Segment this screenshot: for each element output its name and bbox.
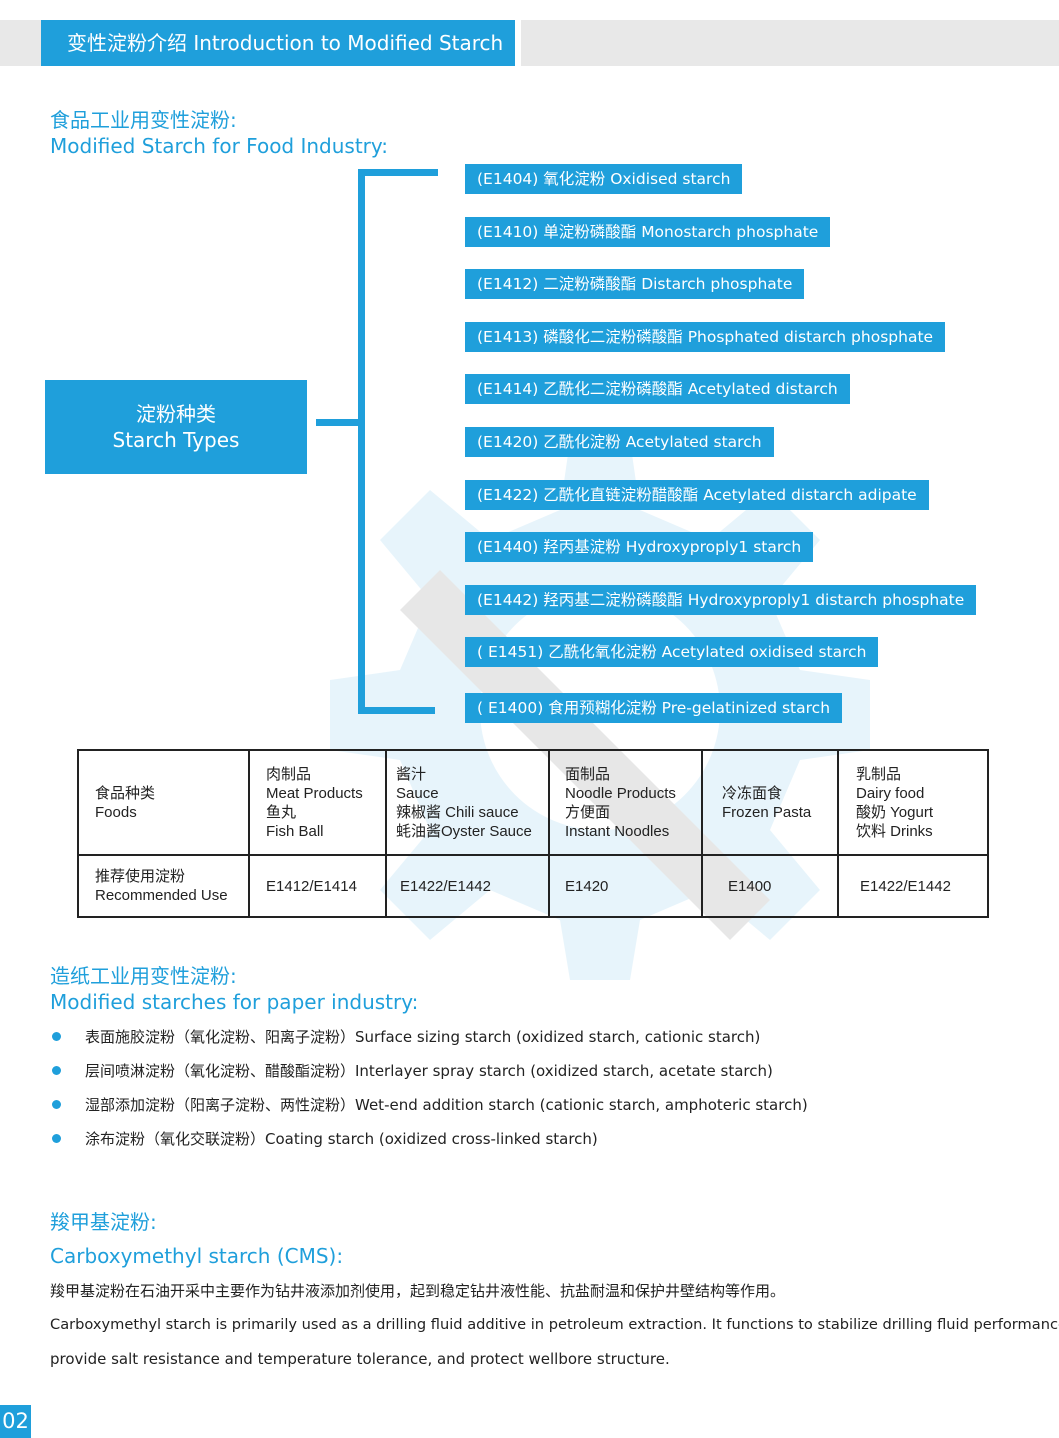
table-cell: E1420 (548, 854, 703, 918)
bullet-dot-icon (52, 1032, 61, 1041)
list-item: 层间喷淋淀粉（氧化淀粉、醋酸酯淀粉）Interlayer spray starc… (50, 1058, 1010, 1092)
starch-type-item: (E1414) 乙酰化二淀粉磷酸酯 Acetylated distarch (465, 374, 850, 404)
bracket-connector (316, 419, 365, 426)
starch-types-cn: 淀粉种类 (136, 402, 216, 426)
page-number: 02 (0, 1405, 31, 1438)
table-cell: E1400 (701, 854, 839, 918)
bracket-top-arm (358, 169, 438, 176)
cms-paragraph-en-line1: Carboxymethyl starch is primarily used a… (50, 1316, 1059, 1333)
starch-type-item: ( E1400) 食用预糊化淀粉 Pre-gelatinized starch (465, 693, 843, 723)
table-cell: E1422/E1442 (837, 854, 989, 918)
page-header-title: 变性淀粉介绍 Introduction to Modified Starch (41, 20, 521, 66)
bullet-dot-icon (52, 1134, 61, 1143)
bracket-bottom-arm (358, 707, 435, 714)
cms-paragraph-en-line2: provide salt resistance and temperature … (50, 1350, 670, 1368)
table-cell: E1412/E1414 (248, 854, 387, 918)
cms-section-title-en: Carboxymethyl starch (CMS): (50, 1244, 344, 1268)
bullet-dot-icon (52, 1100, 61, 1109)
cms-section-title-cn: 羧甲基淀粉: (50, 1210, 157, 1234)
list-item: 表面施胶淀粉（氧化淀粉、阳离子淀粉）Surface sizing starch … (50, 1024, 1010, 1058)
paper-section-title-en: Modified starches for paper industry: (50, 990, 419, 1014)
starch-type-item: (E1440) 羟丙基淀粉 Hydroxyproply1 starch (465, 532, 814, 562)
starch-type-item: (E1442) 羟丙基二淀粉磷酸酯 Hydroxyproply1 distarc… (465, 585, 977, 615)
starch-type-item: (E1404) 氧化淀粉 Oxidised starch (465, 164, 743, 194)
bracket-vertical (358, 169, 365, 714)
starch-type-item: (E1412) 二淀粉磷酸酯 Distarch phosphate (465, 269, 805, 299)
paper-section-title-cn: 造纸工业用变性淀粉: (50, 964, 237, 988)
food-section-title-en: Modified Starch for Food Industry: (50, 134, 389, 158)
paper-bullet-list: 表面施胶淀粉（氧化淀粉、阳离子淀粉）Surface sizing starch … (50, 1024, 1010, 1160)
starch-type-item: (E1420) 乙酰化淀粉 Acetylated starch (465, 427, 774, 457)
starch-types-box: 淀粉种类 Starch Types (45, 380, 307, 474)
starch-type-item: ( E1451) 乙酰化氧化淀粉 Acetylated oxidised sta… (465, 637, 879, 667)
list-item: 湿部添加淀粉（阳离子淀粉、两性淀粉）Wet-end addition starc… (50, 1092, 1010, 1126)
bullet-dot-icon (52, 1066, 61, 1075)
starch-types-en: Starch Types (112, 428, 240, 452)
list-item: 涂布淀粉（氧化交联淀粉）Coating starch (oxidized cro… (50, 1126, 1010, 1160)
cms-paragraph-cn: 羧甲基淀粉在石油开采中主要作为钻井液添加剂使用，起到稳定钻井液性能、抗盐耐温和保… (50, 1282, 786, 1300)
starch-type-item: (E1413) 磷酸化二淀粉磷酸酯 Phosphated distarch ph… (465, 322, 946, 352)
food-section-title-cn: 食品工业用变性淀粉: (50, 108, 237, 132)
starch-type-item: (E1422) 乙酰化直链淀粉醋酸酯 Acetylated distarch a… (465, 480, 929, 510)
starch-type-item: (E1410) 单淀粉磷酸酯 Monostarch phosphate (465, 217, 831, 247)
table-cell: E1422/E1442 (385, 854, 550, 918)
